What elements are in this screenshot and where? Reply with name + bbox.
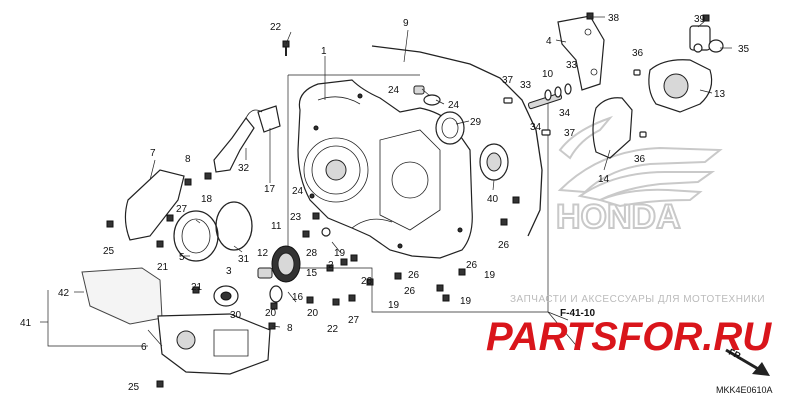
water-pump-plate xyxy=(557,15,605,91)
callout-9: 9 xyxy=(403,18,409,29)
callout-36-b: 36 xyxy=(634,154,646,165)
callout-16: 16 xyxy=(292,292,304,303)
o-ring xyxy=(215,201,253,251)
callout-1: 1 xyxy=(321,46,327,57)
callout-24-b: 24 xyxy=(448,100,460,111)
callout-40: 40 xyxy=(487,194,499,205)
cap xyxy=(413,85,425,95)
callout-35: 35 xyxy=(738,44,750,55)
callout-17: 17 xyxy=(264,184,276,195)
callout-14: 14 xyxy=(598,174,610,185)
callout-37-a: 37 xyxy=(502,75,514,86)
callout-18: 18 xyxy=(201,194,213,205)
leader-lines xyxy=(40,16,732,347)
bearing xyxy=(479,143,509,181)
callout-4: 4 xyxy=(546,36,552,47)
callout-19-a: 19 xyxy=(334,248,346,259)
diagram-code: MKK4E0610A xyxy=(716,385,773,395)
callout-42: 42 xyxy=(58,288,70,299)
callout-11: 11 xyxy=(271,221,282,232)
o-ring-16 xyxy=(269,285,283,303)
callout-26-c: 26 xyxy=(404,286,416,297)
callout-27-b: 27 xyxy=(348,315,360,326)
callout-8-bottom: 8 xyxy=(287,323,293,334)
callout-2: 2 xyxy=(328,260,334,271)
pump-shaft-parts xyxy=(503,69,647,138)
site-logo: PARTSFOR.RU xyxy=(486,315,772,359)
callout-26-a: 26 xyxy=(361,276,373,287)
callout-24-a: 24 xyxy=(388,85,400,96)
upper-guard xyxy=(124,169,185,241)
callout-26-b: 26 xyxy=(408,270,420,281)
callout-34-b: 34 xyxy=(530,122,542,133)
callout-41: 41 xyxy=(20,318,32,329)
callout-5: 5 xyxy=(179,252,185,263)
callout-23: 23 xyxy=(290,212,302,223)
callout-37-b: 37 xyxy=(564,128,576,139)
callout-8-top: 8 xyxy=(185,154,191,165)
callout-25-a: 25 xyxy=(103,246,115,257)
callout-33-b: 33 xyxy=(566,60,578,71)
callout-38: 38 xyxy=(608,13,620,24)
callout-13: 13 xyxy=(714,89,726,100)
callout-33-a: 33 xyxy=(520,80,532,91)
guard-plate xyxy=(81,267,163,325)
callout-10: 10 xyxy=(542,69,554,80)
sensor-bracket xyxy=(213,105,281,173)
right-crankcase-cover xyxy=(297,79,473,259)
callout-36-a: 36 xyxy=(632,48,644,59)
callout-7: 7 xyxy=(150,148,156,159)
callout-26-d: 26 xyxy=(466,260,478,271)
plug xyxy=(423,94,441,106)
callout-25-b: 25 xyxy=(128,382,140,393)
callout-31: 31 xyxy=(238,254,250,265)
cover-gasket xyxy=(371,45,543,237)
callout-3: 3 xyxy=(226,266,232,277)
callout-29: 29 xyxy=(470,117,482,128)
callout-20-b: 20 xyxy=(307,308,319,319)
reference-label: F-41-10 xyxy=(560,308,595,319)
callout-12: 12 xyxy=(257,248,269,259)
callout-26-e: 26 xyxy=(498,240,510,251)
callout-21-b: 21 xyxy=(191,282,203,293)
lower-guard xyxy=(157,313,271,375)
cap-3 xyxy=(213,285,239,307)
callout-19-b: 19 xyxy=(484,270,496,281)
callout-32: 32 xyxy=(238,163,250,174)
callout-19-c: 19 xyxy=(388,300,400,311)
callout-27-a: 27 xyxy=(176,204,188,215)
front-direction-arrow-icon xyxy=(725,348,770,376)
callout-6: 6 xyxy=(141,342,147,353)
callout-34-a: 34 xyxy=(559,108,571,119)
callout-28: 28 xyxy=(306,248,318,259)
honda-watermark: HONDA xyxy=(556,198,681,236)
callout-19-d: 19 xyxy=(460,296,472,307)
callout-30: 30 xyxy=(230,310,242,321)
callout-39: 39 xyxy=(694,14,706,25)
pump-gasket xyxy=(592,97,633,159)
assembly-frame xyxy=(287,74,581,351)
oil-seal xyxy=(435,111,465,145)
callout-22-b: 22 xyxy=(327,324,339,335)
water-pump-cover xyxy=(648,25,724,113)
callout-21-a: 21 xyxy=(157,262,169,273)
callout-24-c: 24 xyxy=(292,186,304,197)
honda-wing-logo xyxy=(557,115,723,208)
callout-22-a: 22 xyxy=(270,22,282,33)
callouts: 1 2 3 4 5 6 7 8 8 9 10 11 12 13 14 15 16… xyxy=(20,13,750,393)
callout-15: 15 xyxy=(306,268,318,279)
callout-20-a: 20 xyxy=(265,308,277,319)
oil-filter xyxy=(271,245,301,283)
spring xyxy=(257,267,273,279)
site-caption: ЗАПЧАСТИ И АКСЕССУАРЫ ДЛЯ МОТОТЕХНИКИ xyxy=(510,294,765,305)
